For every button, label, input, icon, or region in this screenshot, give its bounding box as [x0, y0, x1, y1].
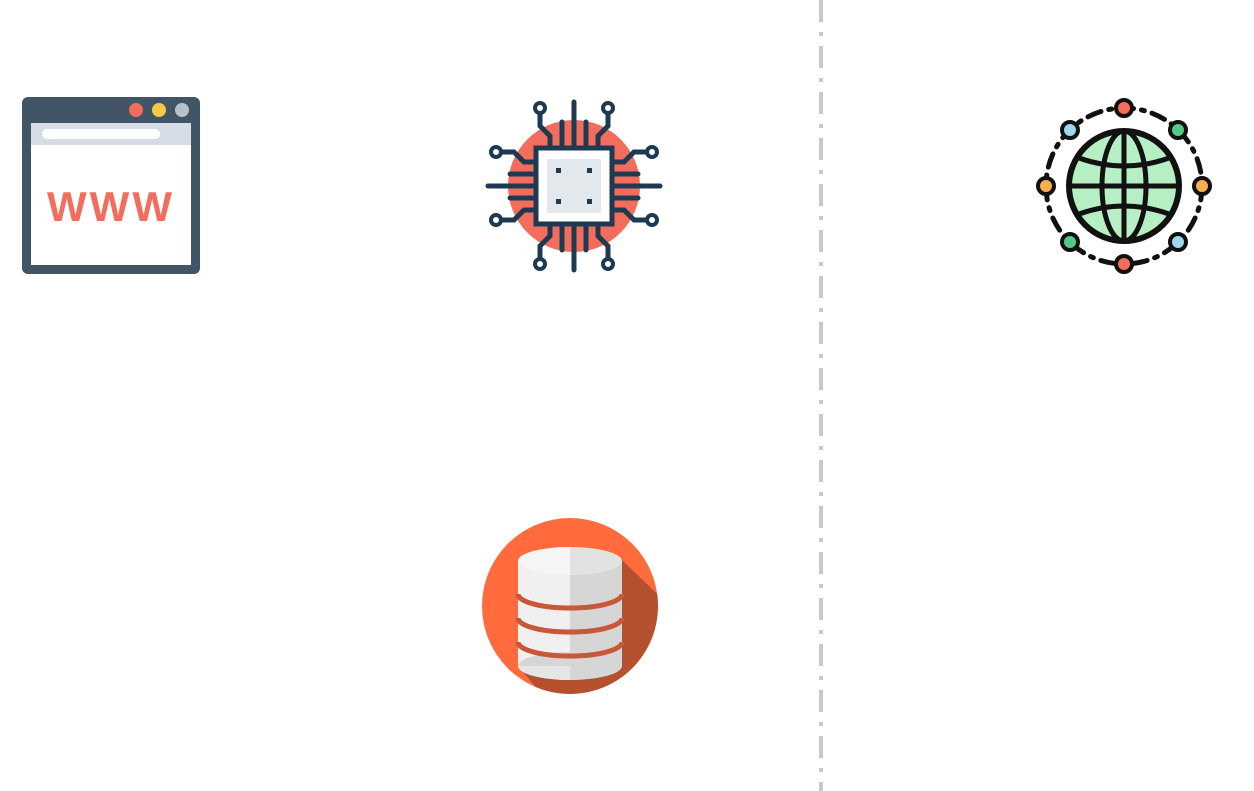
- microchip-icon: [485, 99, 663, 273]
- browser-www-icon: WWW: [22, 97, 200, 274]
- vertical-divider: [819, 0, 823, 791]
- browser-url-text: WWW: [47, 183, 175, 230]
- globe-network-icon: [1036, 98, 1212, 274]
- database-icon: [482, 518, 658, 694]
